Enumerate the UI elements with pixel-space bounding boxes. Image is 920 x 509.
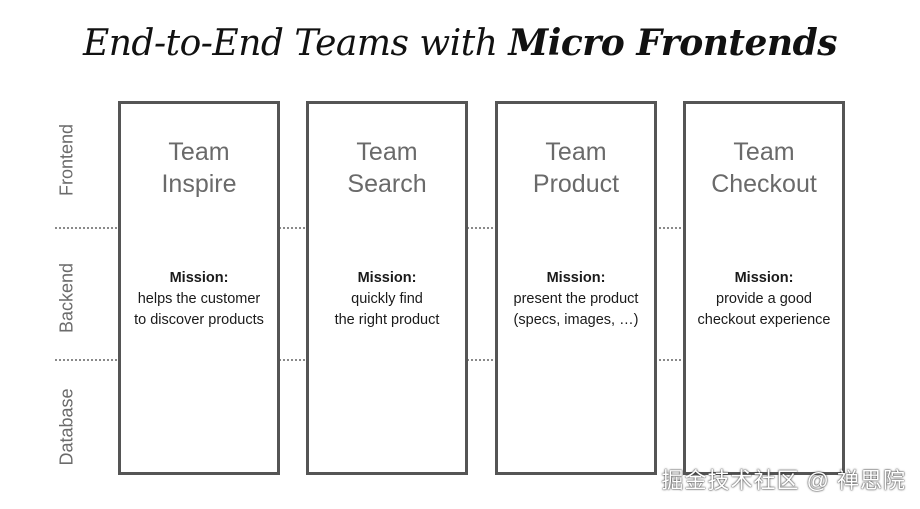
- team-column-product: Team Product Mission: present the produc…: [495, 101, 657, 475]
- title-normal: End-to-End Teams with: [82, 23, 509, 64]
- layer-label-backend: Backend: [56, 262, 77, 334]
- layer-label-database: Database: [56, 388, 77, 466]
- mission-line2: checkout experience: [697, 312, 831, 328]
- team-name: Team Checkout: [686, 136, 842, 200]
- team-mission: Mission: provide a good checkout experie…: [680, 268, 848, 331]
- team-mission: Mission: quickly find the right product: [303, 268, 471, 331]
- team-name: Team Inspire: [121, 136, 277, 200]
- mission-line1: quickly find: [351, 291, 423, 307]
- layer-label-frontend: Frontend: [56, 123, 77, 197]
- team-mission: Mission: present the product (specs, ima…: [492, 268, 660, 331]
- team-name-line2: Search: [347, 170, 427, 198]
- team-name: Team Product: [498, 136, 654, 200]
- diagram-title: End-to-End Teams with Micro Frontends: [0, 22, 920, 64]
- watermark: 掘金技术社区 @ 禅思院: [661, 468, 906, 493]
- mission-line2: (specs, images, …): [513, 312, 639, 328]
- team-column-search: Team Search Mission: quickly find the ri…: [306, 101, 468, 475]
- mission-heading: Mission:: [357, 270, 417, 286]
- team-name: Team Search: [309, 136, 465, 200]
- team-name-line1: Team: [545, 138, 607, 166]
- mission-heading: Mission:: [169, 270, 229, 286]
- title-bold: Micro Frontends: [508, 22, 838, 64]
- mission-heading: Mission:: [734, 270, 794, 286]
- team-name-line1: Team: [168, 138, 230, 166]
- team-name-line2: Product: [532, 170, 620, 198]
- mission-line2: the right product: [334, 312, 440, 328]
- mission-line2: to discover products: [134, 312, 264, 328]
- mission-line1: provide a good: [716, 291, 812, 307]
- team-name-line2: Checkout: [711, 170, 817, 198]
- mission-line1: helps the customer: [137, 291, 261, 307]
- team-name-line1: Team: [733, 138, 795, 166]
- team-column-inspire: Team Inspire Mission: helps the customer…: [118, 101, 280, 475]
- mission-line1: present the product: [513, 291, 639, 307]
- team-name-line2: Inspire: [161, 170, 237, 198]
- mission-heading: Mission:: [546, 270, 606, 286]
- team-mission: Mission: helps the customer to discover …: [115, 268, 283, 331]
- team-name-line1: Team: [356, 138, 418, 166]
- team-column-checkout: Team Checkout Mission: provide a good ch…: [683, 101, 845, 475]
